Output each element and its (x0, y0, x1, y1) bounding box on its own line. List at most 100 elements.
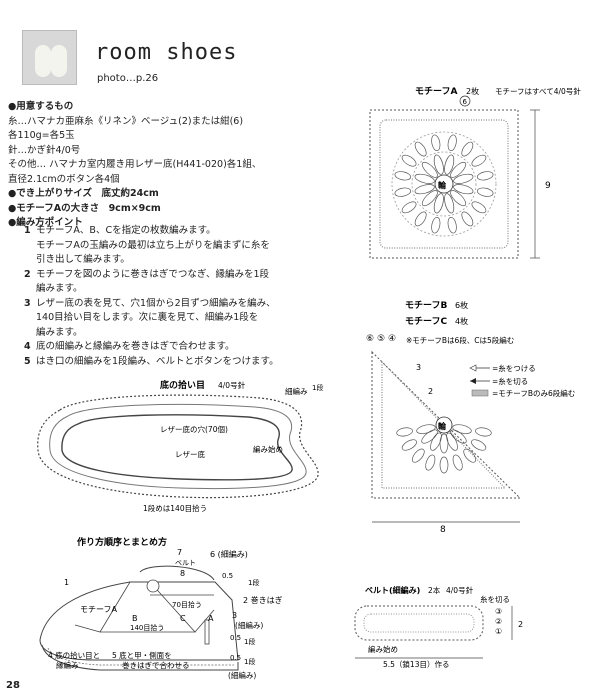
petal-stitch (414, 141, 427, 157)
assembly-title: 作り方順序とまとめ方 (77, 536, 167, 548)
belt-row-3: ③ (495, 607, 502, 616)
motif-size: ●モチーフAの大きさ 9cm×9cm (8, 202, 161, 214)
petal-stitch (453, 173, 474, 184)
petal-stitch (431, 134, 441, 152)
legend-b-only: =モチーフBのみ6段編む (492, 388, 575, 398)
assembly-r05b: 0.5 (230, 634, 241, 642)
step-text: レザー底の表を見て、穴1個から2目ずつ細編みを編み、 (36, 297, 276, 309)
petal-stitch (452, 454, 463, 471)
belt-inner (363, 613, 475, 633)
belt-cut-label: 糸を切る (480, 594, 510, 604)
step-number: 1 (24, 225, 31, 236)
petal-stitch (446, 432, 458, 451)
motif-bc-ring-label: 輪 (438, 421, 447, 431)
legend-cut: =糸を切る (492, 376, 528, 386)
belt-outline (139, 565, 215, 581)
assembly-n5b: 巻きはぎで合わせる (122, 660, 190, 670)
sole-title: 底の拾い目 (160, 379, 205, 391)
motif-a-outer-edge (369, 109, 519, 259)
belt-start: 編み始め (368, 644, 398, 654)
sole-holes-label: レザー底の穴(70個) (160, 424, 228, 434)
petal-stitch (471, 154, 487, 167)
belt-length: 5.5（鎖13目）作る (383, 659, 449, 669)
belt-title: ベルト(細編み) (365, 585, 420, 595)
petal-stitch (450, 429, 467, 444)
motif-a-inner-edge (379, 119, 509, 249)
motif-b-count: 6枚 (455, 300, 468, 310)
petal-stitch (421, 429, 438, 444)
materials-section: ●用意するもの 糸…ハマナカ亜麻糸《リネン》ベージュ(2)または紺(6) 各11… (8, 100, 273, 231)
petal-stitch (439, 456, 449, 474)
petal-stitch (476, 171, 494, 181)
assembly-n7: 7 (177, 548, 182, 557)
petal-stitch (401, 439, 417, 451)
petal-stitch (421, 190, 438, 207)
sole-center-label: レザー底 (175, 449, 205, 459)
petal-stitch (414, 211, 427, 227)
assembly-r1a: 1段 (248, 578, 259, 587)
motif-a-round-2 (411, 151, 477, 217)
petal-stitch (411, 448, 425, 463)
assembly-n8: 8 (180, 569, 185, 578)
petal-stitch (396, 427, 413, 437)
b-only-row-icon (471, 389, 489, 397)
assembly-c: C (180, 614, 186, 623)
materials-line: 針…かぎ針4/0号 (8, 144, 81, 156)
assembly-n6: 6 (細編み) (210, 549, 248, 559)
step-text: 編みます。 (36, 283, 83, 294)
button-icon (146, 579, 160, 593)
motif-bc-inner-edge (381, 360, 507, 489)
magic-ring-icon (435, 416, 453, 434)
sole-total-label: 1段めは140目拾う (143, 503, 207, 513)
motif-bc-note: ※モチーフBは6段、Cは5段編む (406, 335, 514, 345)
motif-a-note: モチーフはすべて4/0号針 (495, 86, 581, 96)
row-marker-icon (459, 95, 471, 107)
belt-diagram: ベルト(細編み) 2本 4/0号針 糸を切る ③ ② ① 2 編み始め 5.5（… (354, 585, 523, 669)
points-heading: ●編み方ポイント (8, 217, 83, 228)
motif-bc-petals (396, 424, 492, 474)
yarn-attach-arrow (469, 364, 477, 372)
materials-line: その他… ハマナカ室内履き用レザー底(H441-020)各1組、 (8, 159, 262, 170)
petal-stitch (430, 432, 442, 451)
petal-stitch (444, 154, 455, 175)
petal-stitch (394, 171, 412, 181)
assembly-n4a: 4 底の拾い目と (48, 650, 100, 660)
row-6-label: ⑥ (366, 334, 374, 344)
materials-line: 各110g=各5玉 (8, 130, 75, 141)
shoe-image-left (35, 45, 51, 77)
petal-stitch (425, 454, 436, 471)
step-number: 3 (24, 297, 31, 309)
sole-holes-line (49, 403, 307, 490)
assembly-b: B (132, 614, 138, 623)
petal-stitch (471, 201, 487, 214)
thumbnail-photo (22, 30, 77, 85)
leather-sole-outline (61, 414, 293, 481)
shoe-image-right (51, 45, 67, 77)
step-text: はき口の細編みを1段編み、ベルトとボタンをつけます。 (36, 355, 279, 367)
petal-stitch (421, 161, 438, 178)
assembly-motif-a: モチーフA (80, 605, 118, 614)
assembly-diagram: 作り方順序とまとめ方 1 モチーフA 7 ベルト 8 6 (細編み) 0.5 1… (39, 536, 283, 680)
motif-line (74, 624, 101, 633)
belt-row-2: ② (495, 617, 502, 626)
motif-line (194, 609, 215, 633)
sole-diagram: 底の拾い目 4/0号針 細編み 1段 レザー底の穴(70個) レザー底 編み始め… (37, 379, 323, 513)
assembly-st140: 140目拾う (130, 623, 164, 632)
motif-a-round-3 (391, 131, 497, 237)
row-3-label: 3 (416, 363, 421, 372)
petal-stitch (461, 211, 474, 227)
petal-stitch (453, 184, 474, 195)
belt-height: 2 (518, 620, 523, 629)
assembly-belt: ベルト (175, 559, 196, 567)
materials-line: 糸…ハマナカ亜麻糸《リネン》ベージュ(2)または紺(6) (8, 115, 244, 127)
petal-stitch (416, 424, 436, 434)
belt-row-1: ① (495, 627, 502, 636)
sole-seam-line (47, 647, 234, 666)
assembly-r05c: 0.5 (230, 654, 241, 662)
sole-sc-rows: 1段 (312, 383, 323, 392)
